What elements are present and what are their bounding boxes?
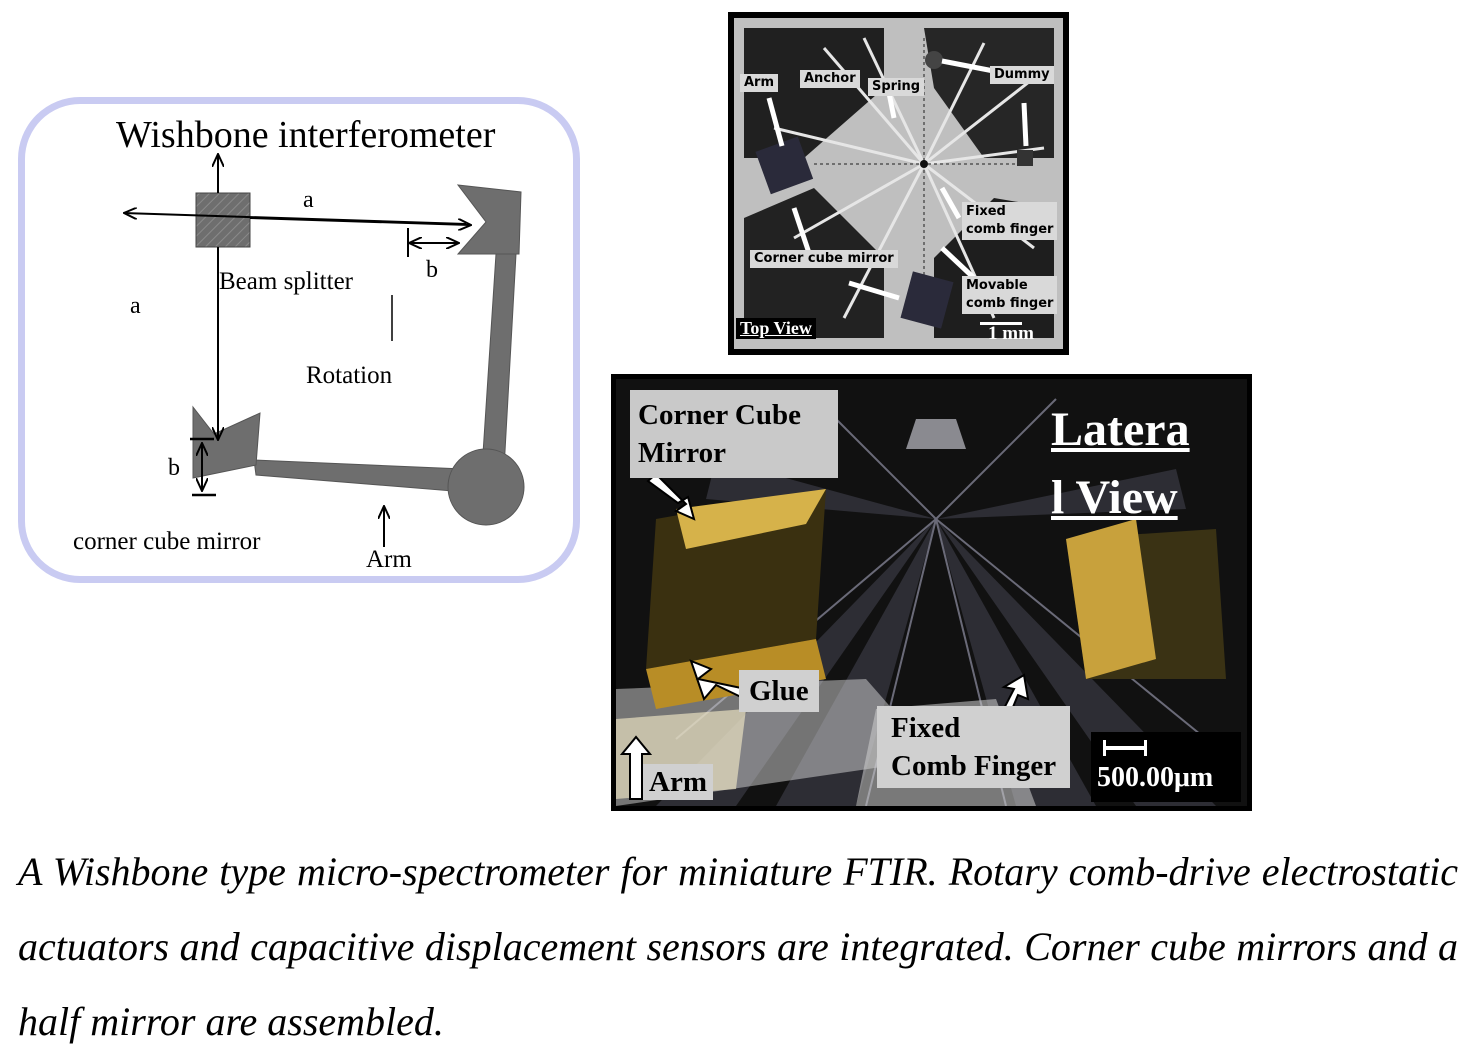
corner-cube-mirror-label: corner cube mirror — [73, 528, 261, 555]
beam-splitter-label: Beam splitter — [219, 268, 354, 295]
lv-scale-label: 500.00μm — [1097, 762, 1214, 793]
tv-label-spring: Spring — [868, 78, 925, 96]
tv-label-corner-cube-mirror: Corner cube mirror — [750, 250, 898, 268]
lv-scale-bar — [1103, 746, 1147, 750]
tv-label-anchor: Anchor — [800, 70, 860, 88]
lv-scale-bar-tick-right — [1144, 740, 1147, 756]
lv-label-arm: Arm — [643, 764, 713, 800]
rotation-pivot — [447, 448, 525, 526]
tv-scale-label: 1 mm — [988, 323, 1034, 344]
label-a-top: a — [303, 187, 314, 213]
rotation-label: Rotation — [306, 362, 393, 389]
label-b-left: b — [168, 455, 180, 481]
beam-splitter-block — [195, 192, 251, 248]
tv-label-arm: Arm — [740, 74, 779, 92]
schematic-panel — [18, 97, 580, 583]
beam-horizontal-to-mirror — [249, 217, 470, 225]
lv-scale-bar-tick-left — [1103, 740, 1106, 756]
arm-label: Arm — [366, 546, 412, 573]
arm-vertical — [481, 253, 517, 470]
label-b-top: b — [426, 257, 438, 283]
label-a-left: a — [130, 293, 141, 319]
tv-view-name: Top View — [736, 318, 816, 339]
arm-horizontal — [253, 459, 466, 493]
wishbone-schematic: Wishbone interferometer a a b b Beam spl… — [73, 114, 525, 573]
schematic-title: Wishbone interferometer — [116, 114, 496, 156]
corner-cube-mirror-left — [192, 405, 261, 479]
corner-cube-mirror-right — [456, 184, 522, 255]
lv-label-glue: Glue — [739, 670, 819, 712]
lv-scale-box: 500.00μm — [1091, 732, 1241, 802]
tv-scale-bar — [980, 322, 1022, 325]
tv-label-dummy: Dummy — [990, 66, 1054, 84]
figure-caption: A Wishbone type micro-spectrometer for m… — [18, 849, 1458, 1044]
